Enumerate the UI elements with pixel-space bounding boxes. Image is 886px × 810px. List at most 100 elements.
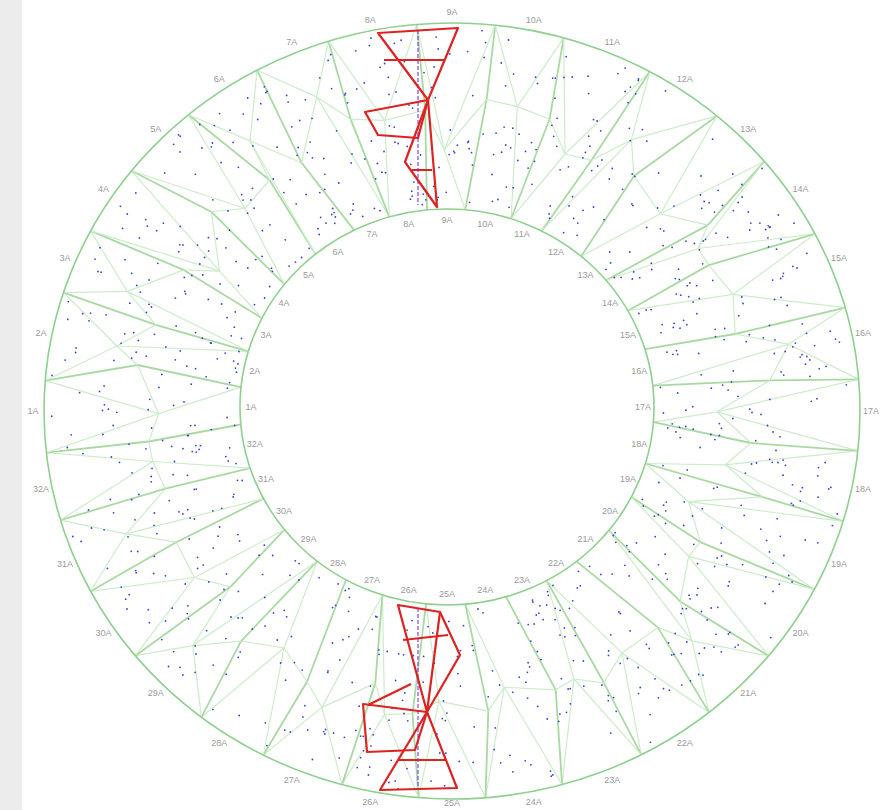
- hit-dot: [241, 338, 243, 340]
- mesh-line: [622, 653, 641, 755]
- mesh-line: [542, 160, 592, 231]
- hit-dot: [542, 619, 544, 621]
- hit-dot: [388, 719, 390, 721]
- hit-dot: [230, 616, 232, 618]
- inner-sector-label: 7A: [366, 229, 377, 239]
- hit-dot: [403, 654, 405, 656]
- hit-dot: [407, 720, 409, 722]
- mesh-line: [195, 578, 231, 587]
- hit-dot: [715, 633, 717, 635]
- hit-dot: [120, 586, 122, 588]
- hit-dot: [674, 633, 676, 635]
- hit-dot: [629, 551, 631, 553]
- hit-dot: [769, 226, 771, 228]
- hit-dot: [796, 267, 798, 269]
- inner-sector-label: 25A: [439, 589, 455, 599]
- hit-dot: [145, 219, 147, 221]
- mesh-line: [692, 641, 769, 656]
- hit-dot: [755, 440, 757, 442]
- hit-dot: [295, 203, 297, 205]
- hit-dot: [772, 562, 774, 564]
- hit-dot: [190, 425, 192, 427]
- hit-dot: [710, 434, 712, 436]
- hit-dot: [587, 75, 589, 77]
- mesh-line: [257, 70, 317, 97]
- hit-dot: [349, 596, 351, 598]
- hit-dot: [570, 703, 572, 705]
- hit-dot: [153, 524, 155, 526]
- hit-dot: [697, 563, 699, 565]
- hit-dot: [614, 532, 616, 534]
- hit-dot: [767, 225, 769, 227]
- hit-dot: [363, 82, 365, 84]
- hit-dot: [734, 646, 736, 648]
- hit-dot: [319, 192, 321, 194]
- hit-dot: [242, 199, 244, 201]
- hit-dot: [530, 640, 532, 642]
- outer-sector-label: 27A: [284, 775, 300, 785]
- hit-dot: [304, 705, 306, 707]
- red-cell: [380, 712, 457, 790]
- mesh-line: [322, 707, 342, 784]
- mesh-line: [342, 683, 375, 785]
- hit-dot: [699, 447, 701, 449]
- mesh-line: [425, 110, 444, 150]
- outer-sector-label: 17A: [863, 406, 879, 416]
- hit-dot: [680, 613, 682, 615]
- hit-dot: [266, 91, 268, 93]
- inner-sector-label: 24A: [477, 585, 493, 595]
- hit-dot: [527, 662, 529, 664]
- hit-dot: [532, 601, 534, 603]
- hit-dot: [272, 178, 274, 180]
- hit-dot: [379, 210, 381, 212]
- hit-dot: [686, 469, 688, 471]
- mesh-line: [245, 180, 270, 209]
- mesh-line: [634, 176, 660, 214]
- mesh-line: [126, 499, 263, 534]
- hit-dot: [607, 695, 609, 697]
- hit-dot: [319, 77, 321, 79]
- mesh-line: [653, 422, 750, 443]
- mesh-line: [126, 534, 176, 542]
- hit-dot: [234, 425, 236, 427]
- hit-dot: [576, 234, 578, 236]
- hit-dot: [400, 39, 402, 41]
- hit-dot: [546, 604, 548, 606]
- hit-dot: [210, 429, 212, 431]
- hit-dot: [397, 143, 399, 145]
- hit-dot: [312, 759, 314, 761]
- hit-dot: [308, 247, 310, 249]
- hit-dot: [677, 354, 679, 356]
- hit-dot: [225, 673, 227, 675]
- hit-dot: [810, 400, 812, 402]
- mesh-line: [61, 489, 166, 520]
- hit-dot: [615, 541, 617, 543]
- mesh-line: [426, 604, 439, 701]
- hit-dot: [161, 374, 163, 376]
- mesh-line: [762, 497, 843, 522]
- hit-dot: [219, 283, 221, 285]
- mesh-line: [425, 110, 427, 210]
- red-cell: [365, 100, 428, 138]
- hit-dot: [680, 294, 682, 296]
- mesh-line: [132, 171, 212, 212]
- hit-dot: [289, 574, 291, 576]
- hit-dot: [779, 436, 781, 438]
- mesh-line: [565, 154, 591, 160]
- hit-dot: [271, 267, 273, 269]
- hit-dot: [393, 42, 395, 44]
- hit-dot: [335, 604, 337, 606]
- hit-dot: [194, 672, 196, 674]
- hit-dot: [665, 501, 667, 503]
- hit-dot: [686, 285, 688, 287]
- mesh-line: [91, 231, 220, 271]
- mesh-line: [250, 141, 315, 254]
- hit-dot: [156, 230, 158, 232]
- mesh-line: [725, 451, 857, 465]
- hit-dot: [126, 608, 128, 610]
- hit-dot: [178, 134, 180, 136]
- mesh-line: [660, 214, 707, 225]
- hit-dot: [445, 191, 447, 193]
- mesh-line: [487, 100, 518, 107]
- mesh-line: [444, 100, 486, 150]
